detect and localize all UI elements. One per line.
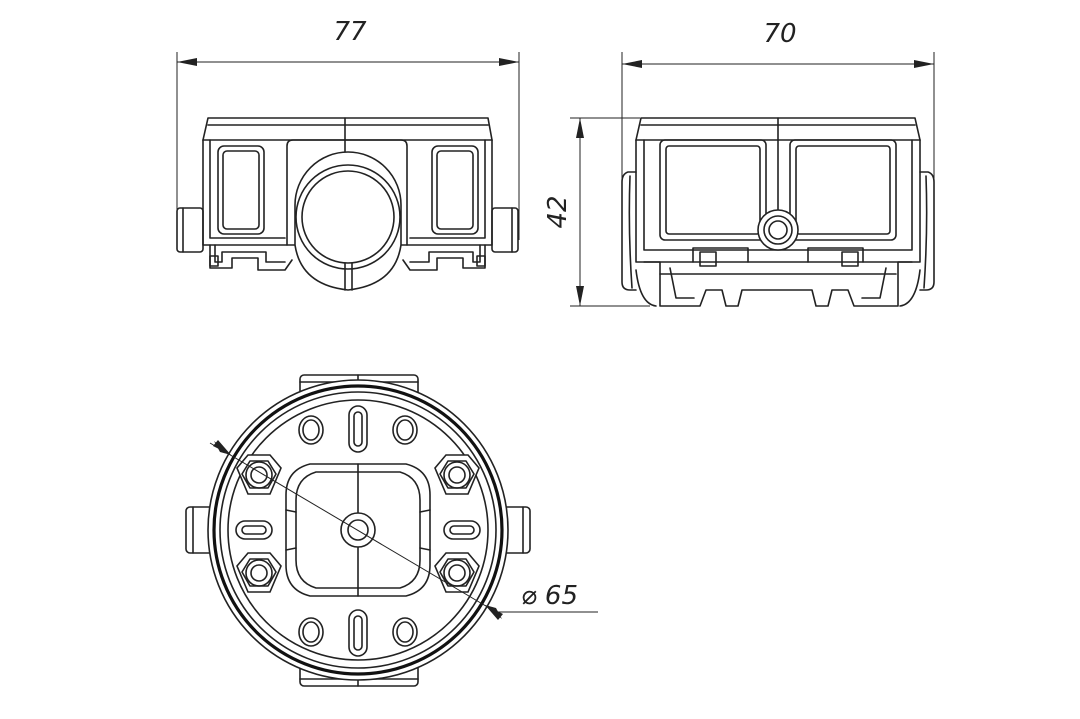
hex-nut-bottom-left [236, 552, 282, 593]
dimension-side-width: 70 [621, 19, 935, 280]
hex-nut-top-left [236, 454, 282, 495]
dimension-front-width: 77 [176, 17, 520, 240]
side-width-label: 70 [763, 19, 796, 49]
front-view: 77 [176, 17, 520, 291]
top-view: ⌀ 65 [185, 374, 598, 687]
side-view: 70 42 [543, 19, 935, 307]
height-label: 42 [543, 195, 573, 228]
diameter-label: ⌀ 65 [521, 581, 578, 611]
front-width-label: 77 [333, 17, 367, 47]
dimension-diameter: ⌀ 65 [209, 440, 598, 620]
hex-nut-top-right [434, 454, 480, 495]
dimension-height: 42 [543, 117, 650, 307]
